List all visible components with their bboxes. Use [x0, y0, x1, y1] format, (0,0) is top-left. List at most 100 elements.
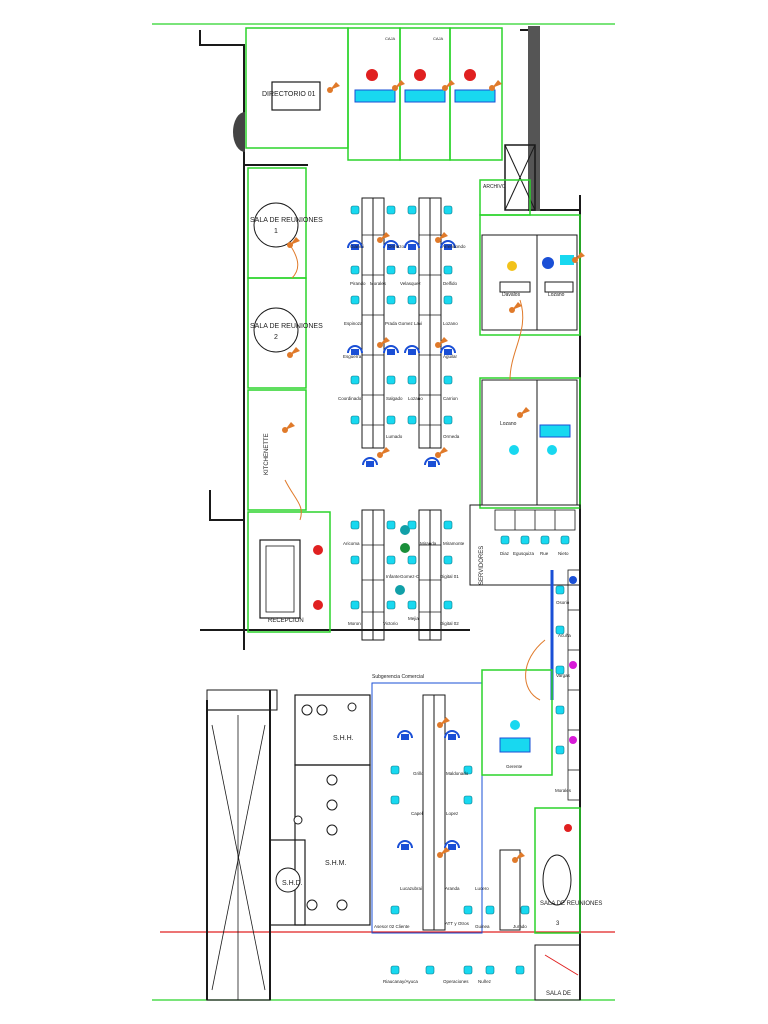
ws-label: Gianini: [350, 244, 364, 249]
office-label: Davalos: [502, 292, 521, 298]
meeting-rooms-west: [247, 167, 307, 511]
east-label: Acuña: [558, 633, 571, 638]
ws-label: Gomez-C: [400, 574, 420, 579]
ws-label: Aranda: [445, 886, 460, 891]
ws-label: Nuñez: [478, 979, 492, 984]
restroom-fixtures: [275, 702, 357, 911]
office-label: Lozano: [548, 292, 565, 298]
ws-label: Mejia: [408, 616, 419, 621]
ws-label: Lucero: [475, 886, 489, 891]
ws-label: Gerente: [506, 764, 523, 769]
workstation-labels: Gianini Pirando Espinoza Esguerra Coordi…: [338, 244, 466, 626]
room-label-recepcion: RECEPCION: [268, 618, 304, 624]
ws-label: Aricoma: [343, 541, 360, 546]
ws-label: Victorio: [383, 621, 398, 626]
ws-label: Morales: [370, 281, 387, 286]
lower-labels: Grillo Maldonado Capeli Lopez Gerente Lu…: [374, 764, 527, 984]
east-label: Osorio: [556, 600, 570, 605]
ws-label: Digital 01: [440, 574, 459, 579]
east-column-desks: [567, 569, 581, 801]
subgerencia-area: [371, 682, 483, 934]
east-offices: [479, 214, 581, 509]
room-label-sala4: SALA DE: [546, 991, 571, 997]
servers-chairs: [500, 535, 570, 545]
room-num-sala1: 1: [274, 228, 278, 235]
ws-label: Salgado: [386, 396, 403, 401]
ws-label: Capeli: [411, 811, 424, 816]
ws-label: Miramonte: [443, 541, 465, 546]
meeting-4-diag: [544, 954, 579, 976]
ws-label: ATT y Otros: [445, 921, 470, 926]
servers-label: Diaz: [500, 551, 510, 556]
room-label-shm: S.H.M.: [325, 860, 346, 867]
ws-label: Grillo: [413, 771, 424, 776]
ws-label: Esguerra: [343, 354, 362, 359]
elevator-shafts-lower: [211, 715, 266, 1000]
subgerencia-label: Subgerencia Comercial: [372, 674, 424, 680]
meeting-room-3: [534, 807, 581, 934]
reception-counter-inner: [265, 545, 295, 613]
ws-label: Maldonado: [446, 771, 469, 776]
ws-label: Carrion: [443, 396, 458, 401]
top-office-furniture: [327, 69, 502, 103]
electrical-wiring: [284, 244, 546, 701]
ws-label: Pirando: [350, 281, 366, 286]
gerente-office: [481, 669, 553, 776]
ws-label: Digital 02: [440, 621, 459, 626]
ws-label: Prada Gomez Lavi: [385, 321, 422, 326]
reception-chair: [313, 545, 323, 555]
ws-label: Coordinador: [338, 396, 363, 401]
workstation-dividers: [362, 234, 441, 613]
room-num-sala2: 2: [274, 334, 278, 341]
lower-chairs: [390, 717, 530, 975]
door-tag: CAJA: [385, 36, 396, 41]
ws-label: Infante: [386, 574, 400, 579]
gerente-desk: [499, 737, 531, 753]
ws-label: Lumado: [386, 434, 403, 439]
reception-room: [247, 511, 331, 633]
reception-chair: [313, 600, 323, 610]
meeting-3-chair: [564, 824, 572, 832]
structural-column-top: [528, 26, 540, 211]
ws-label: Asesor 02 Cliente: [374, 924, 410, 929]
room-label-sala1: SALA DE REUNIONES: [250, 217, 323, 224]
workstation-clusters: [361, 197, 442, 641]
room-num-sala3: 3: [556, 921, 560, 927]
door-tag: CAJA: [433, 36, 444, 41]
meeting-table-2: [253, 307, 299, 353]
servers-label: Nieto: [558, 551, 569, 556]
ws-label: Arrendondo: [442, 244, 466, 249]
gerente-chair: [510, 720, 520, 730]
meeting-table-1: [253, 202, 299, 248]
room-label-archivo: ARCHIVO: [483, 184, 506, 190]
room-label-directorio: DIRECTORIO 01: [262, 91, 316, 98]
room-label-sala3: SALA DE REUNIONES: [540, 901, 602, 907]
lower-workstations: [422, 694, 521, 931]
shaft-diag2: [504, 144, 536, 211]
east-column-chairs: [555, 576, 577, 755]
ws-label: Operaciones: [443, 979, 469, 984]
ws-label: Ormeda: [443, 434, 460, 439]
ws-label: Jurado: [513, 924, 527, 929]
ws-label: Miranda: [420, 541, 437, 546]
servers-desks: [494, 509, 576, 531]
ws-label: Lozano: [443, 321, 458, 326]
room-label-shd: S.H.D.: [282, 880, 303, 887]
ws-label: Delfido: [443, 281, 458, 286]
ws-label: Lucazubrai: [400, 886, 422, 891]
servers-label: Rue: [540, 551, 549, 556]
room-label-servidores: SERVIDORES: [479, 546, 485, 585]
room-label-kitchenette: KITCHENETTE: [264, 433, 270, 475]
meeting-table-3: [542, 854, 572, 906]
top-offices: [245, 27, 503, 161]
servers-room: [469, 504, 581, 586]
servers-label: Egusquiza: [513, 551, 535, 556]
ws-label: Riaucanay/Ayuca: [383, 979, 418, 984]
ws-label: Lopez: [446, 811, 459, 816]
ws-label: Espinoza: [344, 321, 363, 326]
meeting-room-4: [534, 944, 581, 1001]
workstation-chairs: [347, 205, 456, 610]
ws-label: Aguilar: [443, 354, 458, 359]
stair-block: [206, 689, 278, 711]
